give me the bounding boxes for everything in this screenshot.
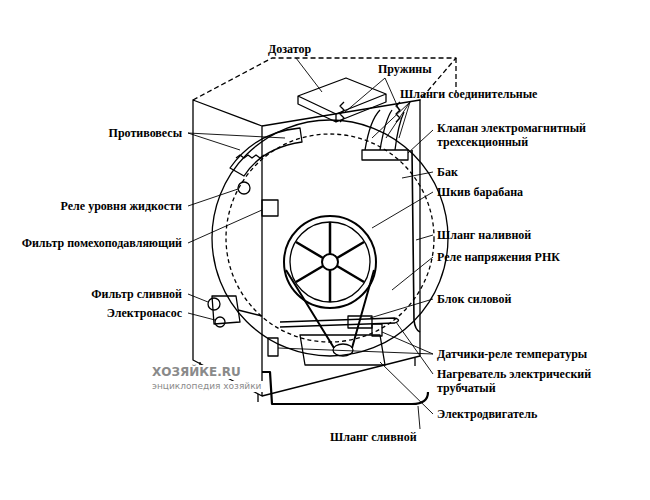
- noise-filter: [262, 200, 278, 216]
- leader-line: [370, 299, 433, 318]
- pump-hose: [238, 310, 262, 316]
- leader-line: [278, 332, 433, 354]
- pump-motor: [215, 317, 225, 327]
- level-relay: [238, 182, 250, 194]
- leader-line: [345, 78, 400, 112]
- counterweight: [230, 128, 302, 176]
- leader-line: [408, 130, 433, 153]
- leader-line: [416, 235, 433, 240]
- belt: [286, 270, 374, 348]
- leader-line: [188, 313, 215, 320]
- leader-line: [380, 362, 433, 414]
- temp-sensor: [268, 338, 278, 356]
- watermark: энциклопедия хозяйки: [150, 381, 263, 392]
- cabinet-top: [455, 58, 456, 92]
- leader-line: [188, 210, 262, 243]
- part-label: Клапан электромагнитный трехсекционный: [437, 121, 627, 149]
- part-label: Реле напряжения РНК: [437, 250, 560, 264]
- drum: [226, 134, 434, 342]
- part-label: Дозатор: [268, 42, 311, 56]
- drum-pulley: [290, 222, 370, 302]
- part-label: Фильтр сливной: [91, 287, 182, 301]
- heater: [280, 318, 399, 327]
- leader-line: [402, 172, 433, 178]
- watermark: ХОЗЯЙКЕ.RU: [150, 365, 243, 379]
- part-label: Датчики-реле температуры: [437, 347, 587, 361]
- tank: [212, 120, 448, 356]
- pulley-spokes: [296, 222, 364, 302]
- temp-sensor: [372, 324, 382, 336]
- part-label: Противовесы: [109, 126, 182, 140]
- counterweight-spring: [236, 155, 264, 158]
- part-label: Шланги соединительные: [400, 87, 537, 101]
- drain-hose: [262, 372, 428, 404]
- connection-hoses: [365, 110, 404, 150]
- leader-line: [188, 189, 238, 206]
- part-label: Реле уровня жидкости: [61, 199, 182, 213]
- drain-filter: [208, 298, 220, 310]
- power-block: [348, 316, 372, 328]
- part-label: Блок силовой: [437, 292, 511, 306]
- part-label: Шланг наливной: [437, 228, 531, 242]
- part-label: Пружины: [378, 62, 432, 76]
- leader-line: [372, 102, 410, 138]
- part-label: Электронасос: [107, 306, 182, 320]
- leader-line: [372, 192, 433, 228]
- solenoid-valve: [362, 150, 408, 160]
- part-label: Нагреватель электрический трубчатый: [437, 367, 627, 395]
- leader-line: [396, 322, 433, 374]
- part-label: Бак: [437, 165, 458, 179]
- part-label: Шкив барабана: [437, 185, 523, 199]
- motor: [300, 335, 385, 365]
- drum-pulley: [284, 216, 376, 308]
- pulley-hub: [322, 254, 338, 270]
- leader-line: [296, 58, 322, 92]
- leader-line: [392, 257, 433, 290]
- leader-line: [188, 133, 285, 150]
- leader-line: [188, 294, 208, 302]
- leader-line: [418, 406, 420, 429]
- part-label: Шланг сливной: [330, 430, 417, 444]
- part-label: Фильтр помехоподавляющий: [22, 236, 182, 250]
- part-label: Электродвигатель: [437, 407, 537, 421]
- cabinet-side: [193, 100, 262, 396]
